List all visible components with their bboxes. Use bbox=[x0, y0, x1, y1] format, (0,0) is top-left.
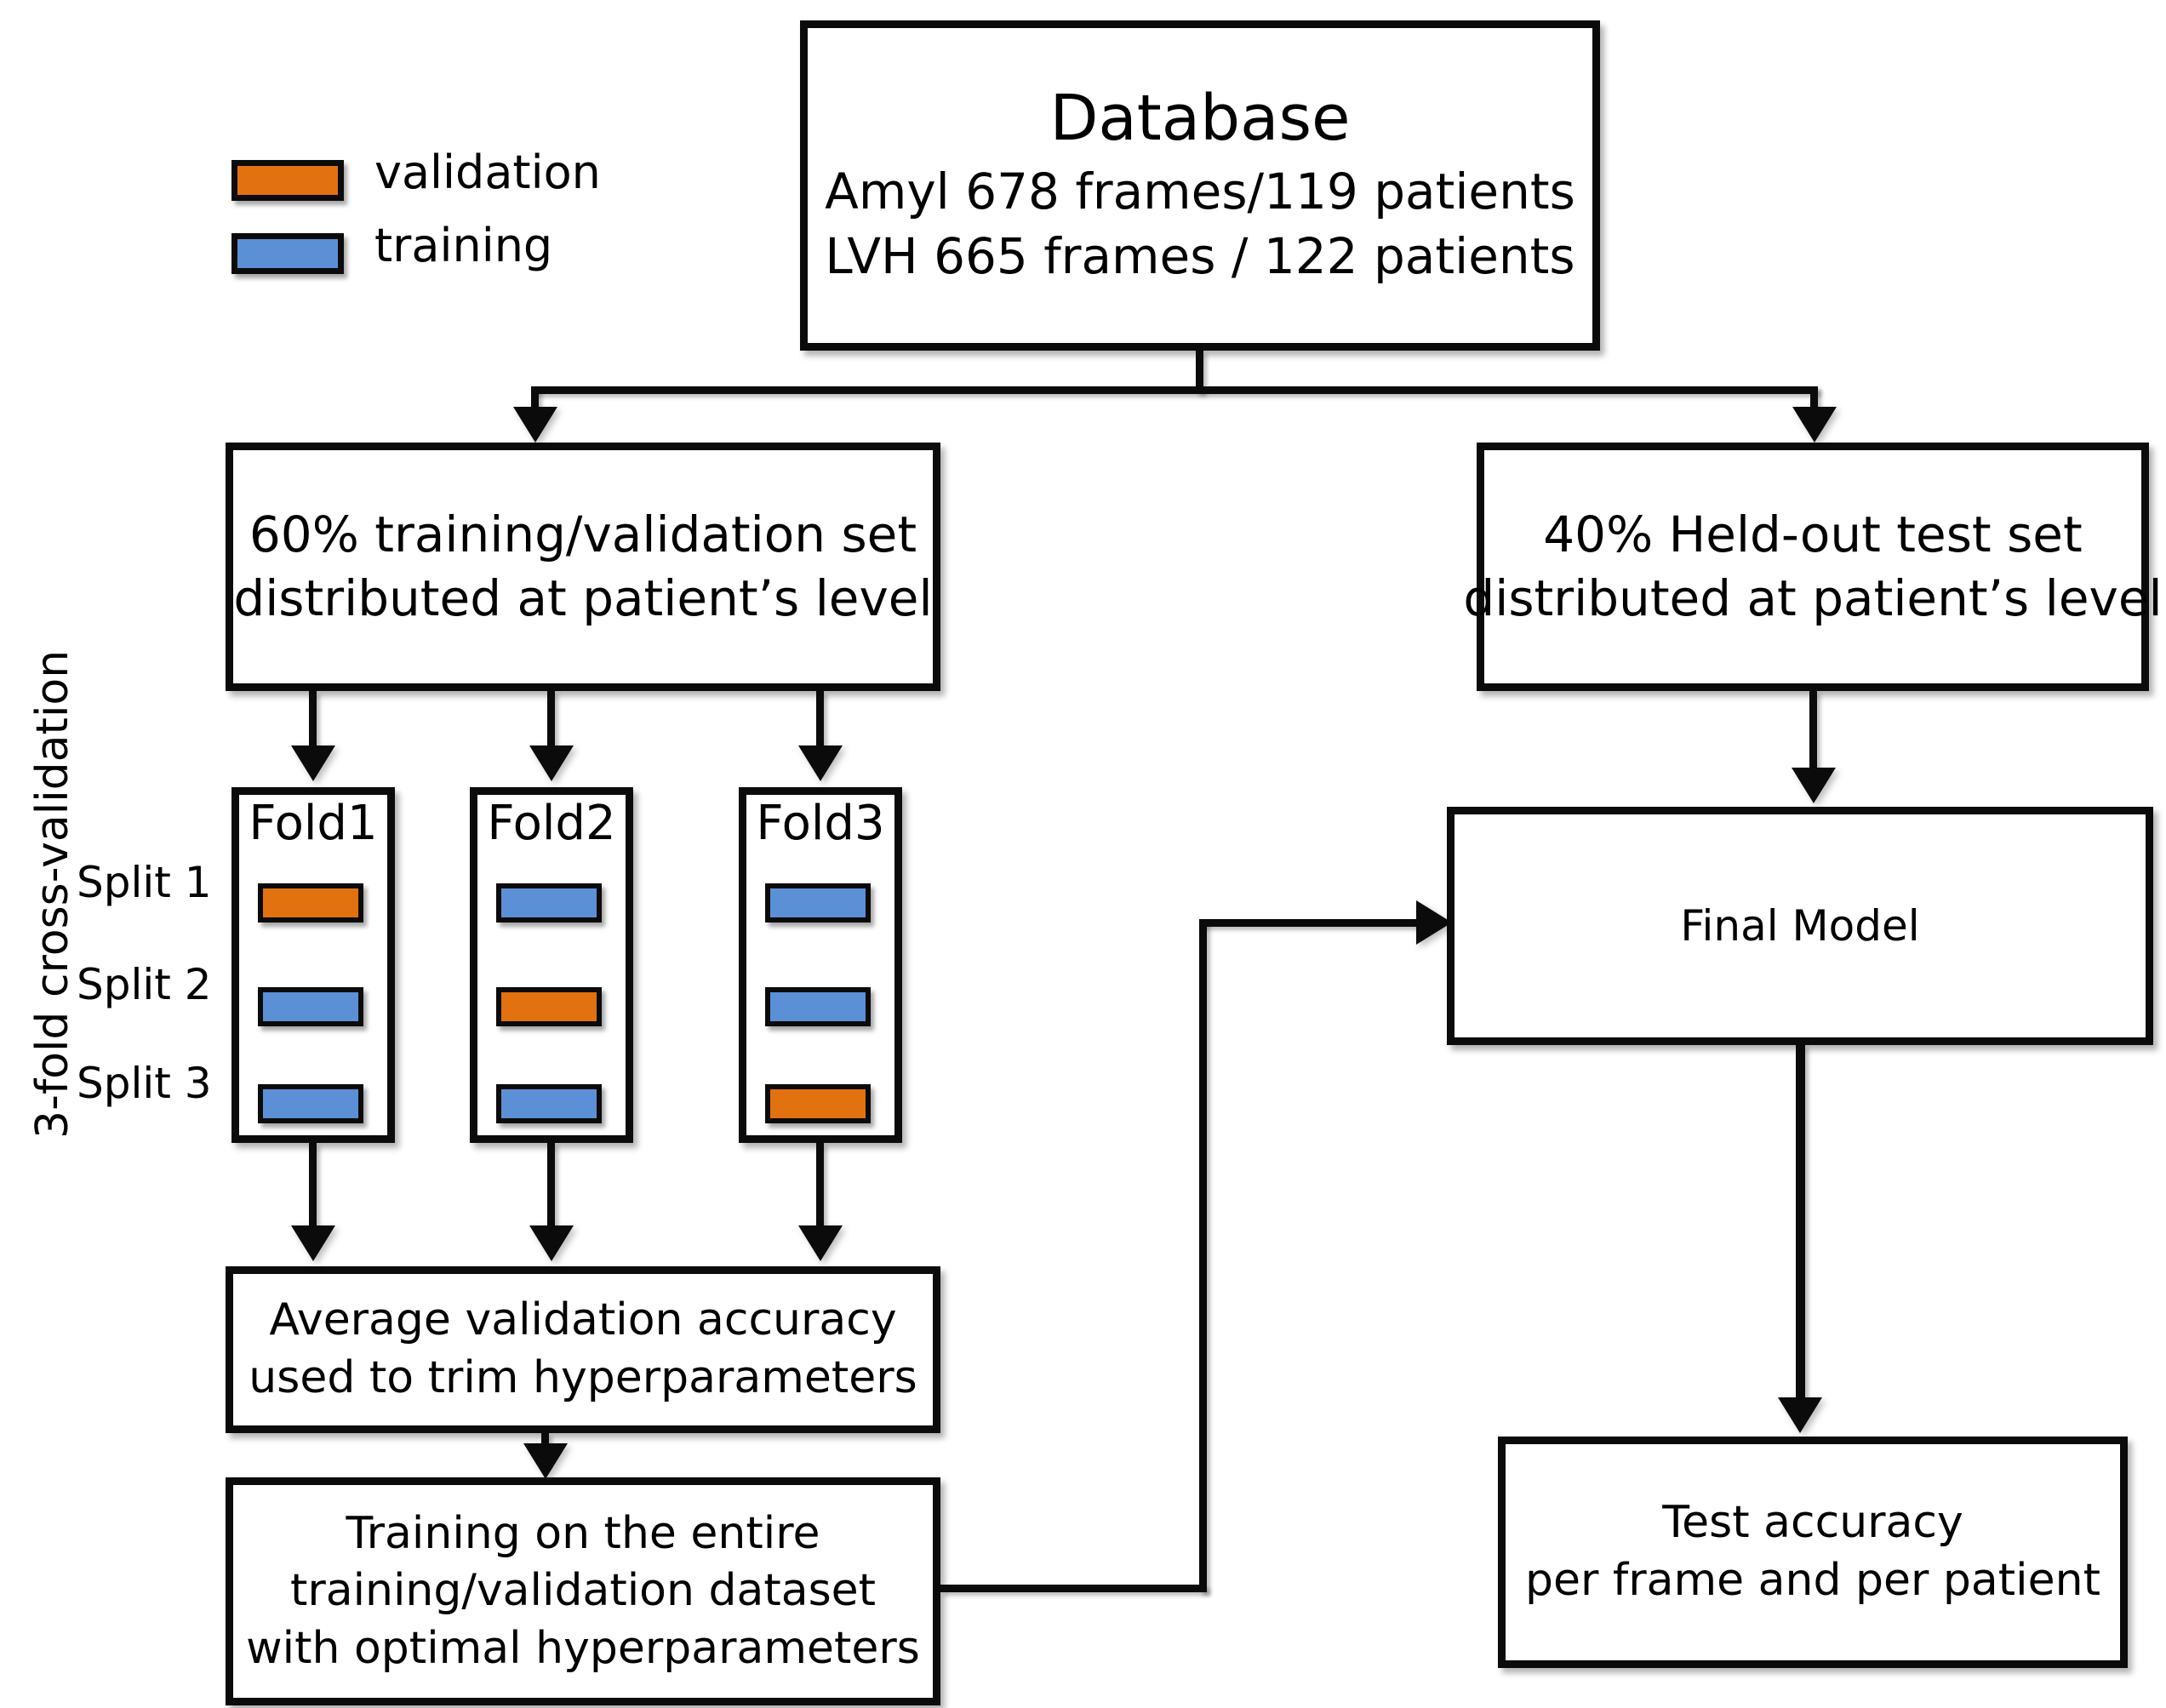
database-box: Database Amyl 678 frames/119 patients LV… bbox=[800, 20, 1600, 351]
fold-1-split-3-swatch bbox=[258, 1084, 363, 1123]
arrow-average-to-training bbox=[523, 1443, 568, 1479]
arrow-heldout-to-final-model bbox=[1792, 768, 1836, 803]
arrow-db-to-trainval bbox=[513, 407, 557, 443]
fold-2-split-1-swatch bbox=[496, 883, 602, 923]
average-validation-line-2: used to trim hyperparameters bbox=[249, 1352, 917, 1403]
connector-average-to-training bbox=[541, 1433, 549, 1448]
train-validation-line-1: 60% training/validation set bbox=[249, 505, 917, 563]
connector-db-bus bbox=[531, 386, 1818, 394]
arrow-trainval-to-fold3 bbox=[798, 745, 843, 781]
database-title: Database bbox=[1049, 82, 1351, 156]
database-lvh-line: LVH 665 frames / 122 patients bbox=[825, 226, 1575, 285]
held-out-line-1: 40% Held-out test set bbox=[1543, 505, 2083, 563]
training-entire-dataset-box: Training on the entire training/validati… bbox=[226, 1477, 940, 1705]
fold-1-split-2-swatch bbox=[258, 987, 363, 1026]
fold-3-split-1-swatch bbox=[765, 883, 871, 923]
arrow-trainval-to-fold1 bbox=[291, 745, 335, 781]
validation-swatch bbox=[231, 160, 344, 201]
connector-fold3-to-average bbox=[816, 1143, 824, 1228]
arrow-db-to-heldout bbox=[1792, 407, 1837, 443]
fold-1-label: Fold1 bbox=[249, 796, 378, 851]
legend-label-training: training bbox=[374, 219, 553, 272]
split-label-3: Split 3 bbox=[77, 1059, 212, 1108]
split-label-1: Split 1 bbox=[77, 858, 212, 907]
training-entire-line-3: with optimal hyperparameters bbox=[246, 1622, 920, 1674]
fold-2-split-3-swatch bbox=[496, 1084, 602, 1123]
arrow-trainval-to-fold2 bbox=[529, 745, 574, 781]
arrow-training-to-final-model bbox=[1416, 900, 1452, 945]
connector-trainval-to-fold3 bbox=[816, 691, 824, 751]
connector-heldout-to-final-model bbox=[1809, 691, 1817, 773]
test-accuracy-line-2: per frame and per patient bbox=[1525, 1555, 2100, 1606]
connector-trainval-to-fold1 bbox=[309, 691, 317, 751]
arrow-fold2-to-average bbox=[529, 1225, 574, 1261]
split-label-2: Split 2 bbox=[77, 960, 212, 1009]
fold-2-label: Fold2 bbox=[487, 796, 616, 851]
database-amyl-line: Amyl 678 frames/119 patients bbox=[825, 163, 1575, 221]
training-swatch bbox=[231, 233, 344, 274]
connector-training-to-final-horizontal-upper bbox=[1199, 919, 1427, 927]
fold-column-3: Fold3 bbox=[739, 787, 902, 1143]
arrow-final-model-to-test-accuracy bbox=[1778, 1397, 1822, 1433]
fold-column-2: Fold2 bbox=[470, 787, 633, 1143]
connector-fold1-to-average bbox=[309, 1143, 317, 1228]
fold-column-1: Fold1 bbox=[231, 787, 395, 1143]
average-validation-accuracy-box: Average validation accuracy used to trim… bbox=[226, 1266, 940, 1433]
train-validation-line-2: distributed at patient’s level bbox=[233, 569, 933, 627]
fold-1-split-1-swatch bbox=[258, 883, 363, 923]
fold-3-split-2-swatch bbox=[765, 987, 871, 1026]
average-validation-line-1: Average validation accuracy bbox=[269, 1294, 897, 1346]
test-accuracy-line-1: Test accuracy bbox=[1662, 1497, 1963, 1549]
connector-final-model-to-test-accuracy bbox=[1796, 1045, 1805, 1401]
test-accuracy-box: Test accuracy per frame and per patient bbox=[1498, 1437, 2128, 1668]
connector-training-to-final-horizontal-lower bbox=[940, 1585, 1207, 1592]
held-out-line-2: distributed at patient’s level bbox=[1463, 569, 2163, 627]
arrow-fold1-to-average bbox=[291, 1225, 335, 1261]
connector-db-right-drop bbox=[1810, 386, 1818, 412]
training-entire-line-2: training/validation dataset bbox=[289, 1565, 877, 1617]
held-out-test-set-box: 40% Held-out test set distributed at pat… bbox=[1463, 443, 2163, 691]
fold-2-split-2-swatch bbox=[496, 987, 602, 1026]
training-entire-line-1: Training on the entire bbox=[346, 1507, 820, 1559]
final-model-label: Final Model bbox=[1680, 900, 1920, 951]
connector-trainval-to-fold2 bbox=[547, 691, 555, 751]
connector-fold2-to-average bbox=[547, 1143, 555, 1228]
cross-validation-axis-label: 3-fold cross-validation bbox=[27, 649, 78, 1139]
fold-3-split-3-swatch bbox=[765, 1084, 871, 1123]
final-model-box: Final Model bbox=[1447, 807, 2153, 1045]
train-validation-set-box: 60% training/validation set distributed … bbox=[226, 443, 940, 691]
fold-3-label: Fold3 bbox=[756, 796, 885, 851]
arrow-fold3-to-average bbox=[798, 1225, 843, 1261]
legend-label-validation: validation bbox=[374, 146, 601, 199]
connector-training-to-final-vertical bbox=[1199, 919, 1207, 1592]
connector-db-left-drop bbox=[531, 386, 539, 412]
connector-db-stem bbox=[1196, 351, 1203, 393]
